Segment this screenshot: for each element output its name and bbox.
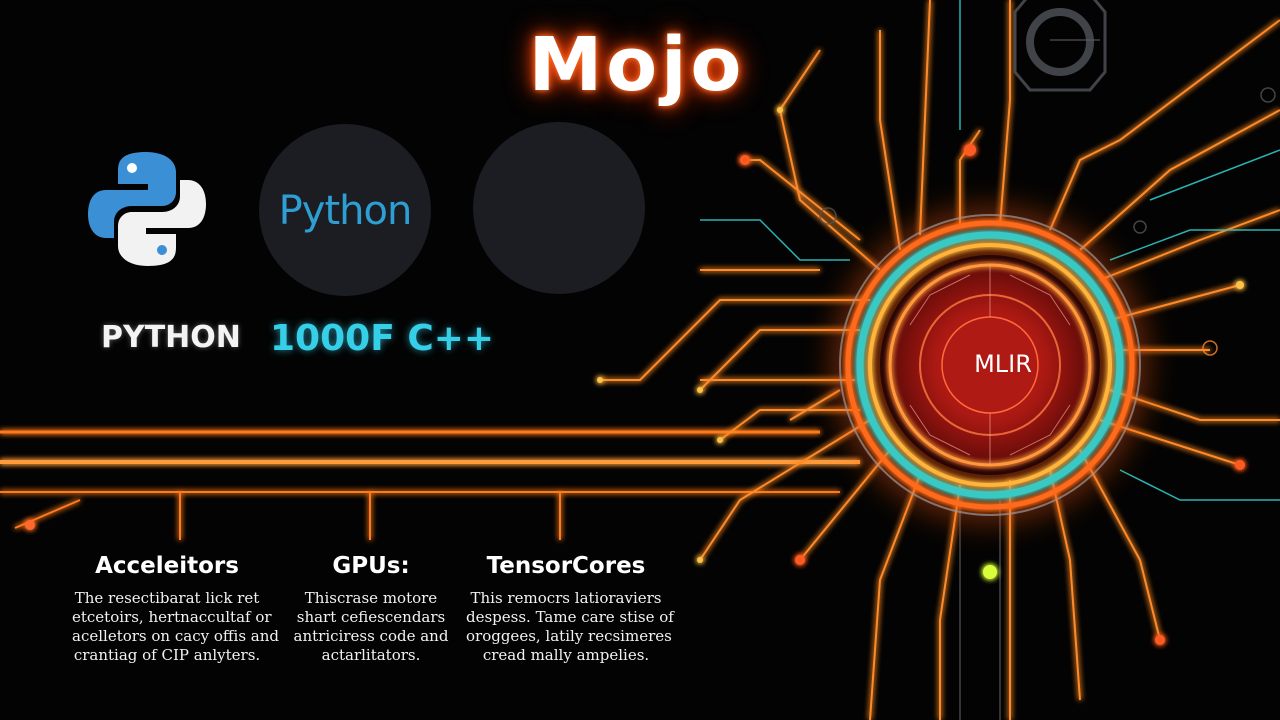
gpus-description: Thiscrase motore shart cefiescendars ant… xyxy=(293,589,449,664)
python-label: PYTHON xyxy=(101,320,241,355)
page-title: Mojo xyxy=(528,22,746,108)
tensorcores-description: This remocrs latioraviers despess. Tame … xyxy=(466,589,674,664)
network-badge xyxy=(473,122,645,294)
tensorcores-heading: TensorCores xyxy=(486,553,646,579)
accelerators-description: The resectibarat lick ret etcetoirs, her… xyxy=(72,589,279,664)
mlir-core xyxy=(830,205,1150,525)
cpp-label: 1000F C++ xyxy=(270,318,495,359)
teal-traces xyxy=(700,0,1280,501)
trace-nodes xyxy=(597,107,1245,645)
tensorcores-column: TensorCores This remocrs latioraviers de… xyxy=(466,553,674,665)
gpus-heading: GPUs: xyxy=(332,553,410,579)
accelerators-column: Acceleitors The resectibarat lick ret et… xyxy=(72,553,279,665)
accelerators-heading: Acceleitors xyxy=(95,553,239,579)
gpus-column: GPUs: Thiscrase motore shart cefiescenda… xyxy=(282,553,460,665)
bus-lines xyxy=(0,430,860,540)
gear-icon xyxy=(1013,0,1107,92)
python-logo-icon xyxy=(88,152,206,266)
python-text-badge: Python xyxy=(259,124,431,296)
python-badge-text: Python xyxy=(278,188,413,234)
mlir-label: MLIR xyxy=(974,350,1032,378)
